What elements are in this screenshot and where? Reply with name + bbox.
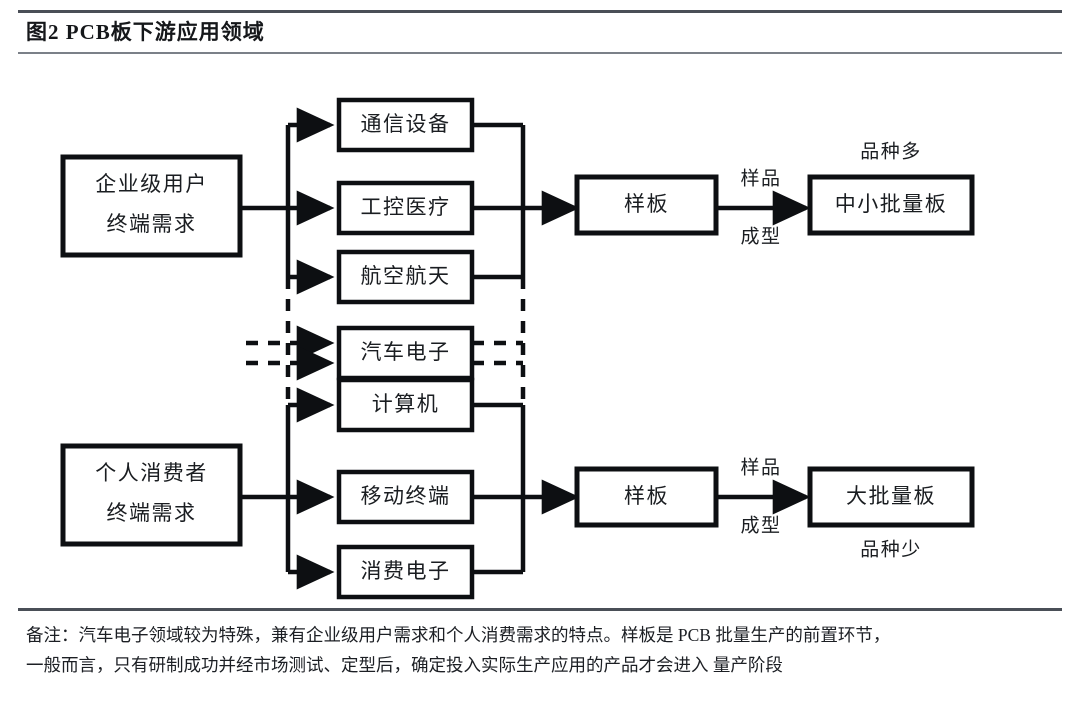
node-mobile-terminal-label: 移动终端: [361, 484, 451, 508]
edge-label-process-top-line1: 样品: [740, 167, 781, 189]
node-sample-board-bottom-label: 样板: [624, 484, 669, 508]
node-telecom-label: 通信设备: [361, 112, 451, 136]
node-consumer-electronics[interactable]: 消费电子: [336, 544, 475, 600]
node-enterprise-demand-line2: 终端需求: [107, 212, 197, 236]
node-small-medium-batch-label: 中小批量板: [835, 192, 948, 216]
node-sample-board-top[interactable]: 样板: [574, 174, 719, 236]
edge-label-process-top: 样品 成型: [740, 167, 781, 247]
node-consumer-electronics-label: 消费电子: [361, 559, 451, 583]
top-rule: [18, 10, 1062, 13]
node-computer-label: 计算机: [372, 392, 440, 416]
node-computer[interactable]: 计算机: [336, 377, 475, 433]
footnote-line-2: 一般而言，只有研制成功并经市场测试、定型后，确定投入实际生产应用的产品才会进入 …: [26, 655, 783, 675]
footnote: 备注：汽车电子领域较为特殊，兼有企业级用户需求和个人消费需求的特点。样板是 PC…: [26, 620, 1056, 680]
node-sample-board-top-label: 样板: [624, 192, 669, 216]
node-large-batch-label: 大批量板: [846, 484, 936, 508]
node-consumer-demand[interactable]: 个人消费者 终端需求: [60, 443, 243, 547]
node-telecom[interactable]: 通信设备: [336, 97, 475, 153]
footnote-line-1: 备注：汽车电子领域较为特殊，兼有企业级用户需求和个人消费需求的特点。样板是 PC…: [26, 625, 891, 645]
node-industrial-medical[interactable]: 工控医疗: [336, 180, 475, 236]
pcb-downstream-application-diagram: 企业级用户 终端需求 个人消费者 终端需求 通信设备 工控医疗 航空航天 汽车电…: [60, 97, 975, 600]
edge-label-process-bottom-line2: 成型: [740, 514, 781, 536]
node-large-batch[interactable]: 大批量板 品种少: [807, 466, 975, 560]
node-aerospace-label: 航空航天: [361, 264, 451, 288]
note-small-medium-batch: 品种多: [860, 140, 922, 162]
note-large-batch: 品种少: [860, 538, 922, 560]
node-sample-board-bottom[interactable]: 样板: [574, 466, 719, 528]
edge-label-process-top-line2: 成型: [740, 225, 781, 247]
node-mobile-terminal[interactable]: 移动终端: [336, 469, 475, 525]
edge-label-process-bottom: 样品 成型: [740, 456, 781, 536]
node-small-medium-batch[interactable]: 品种多 中小批量板: [807, 140, 975, 236]
footnote-rule: [18, 608, 1062, 611]
node-automotive-electronics[interactable]: 汽车电子: [336, 325, 475, 381]
title-underline-rule: [18, 52, 1062, 54]
edge-label-process-bottom-line1: 样品: [740, 456, 781, 478]
node-automotive-electronics-label: 汽车电子: [361, 340, 451, 364]
node-enterprise-demand-line1: 企业级用户: [95, 172, 208, 196]
node-industrial-medical-label: 工控医疗: [361, 195, 451, 219]
figure-title: 图2 PCB板下游应用领域: [26, 20, 265, 44]
node-aerospace[interactable]: 航空航天: [336, 249, 475, 305]
node-consumer-demand-line2: 终端需求: [107, 501, 197, 525]
node-consumer-demand-line1: 个人消费者: [95, 461, 208, 485]
node-enterprise-demand[interactable]: 企业级用户 终端需求: [60, 154, 243, 258]
